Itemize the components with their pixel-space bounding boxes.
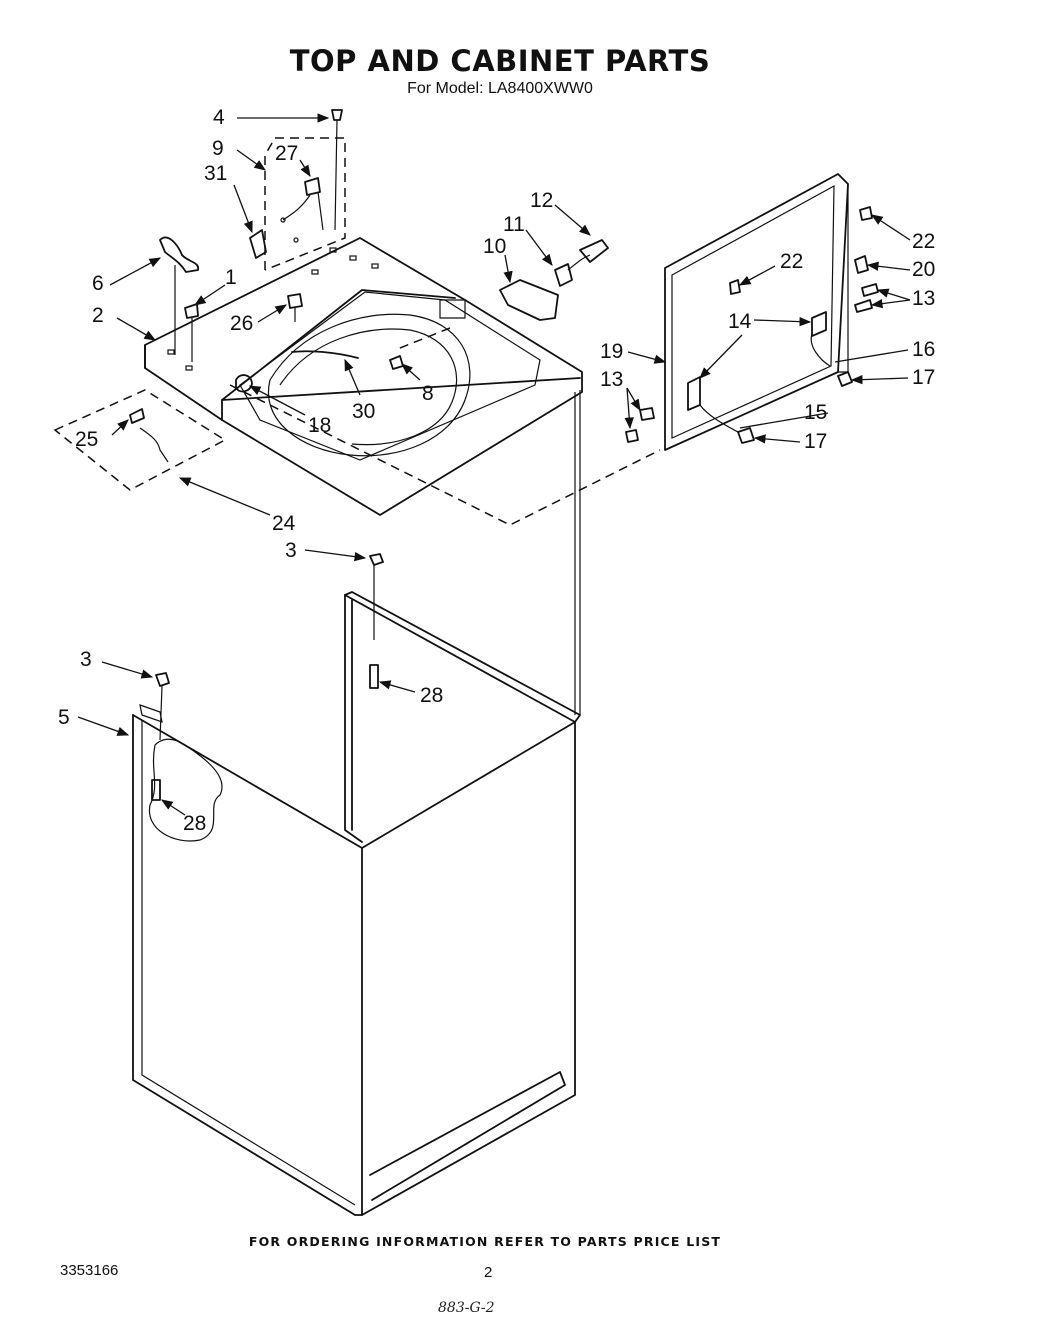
callout-18: 18 (308, 414, 331, 437)
callout-24: 24 (272, 512, 296, 535)
handwritten-note: 883-G-2 (438, 1300, 495, 1316)
callouts: 4 9 27 31 12 11 10 6 1 2 26 22 22 20 13 … (58, 106, 935, 835)
callout-28b: 28 (183, 812, 206, 835)
callout-13a: 13 (912, 287, 935, 310)
callout-19: 19 (600, 340, 623, 363)
callout-12: 12 (530, 189, 553, 212)
callout-3a: 3 (285, 539, 297, 562)
callout-22b: 22 (780, 250, 803, 273)
callout-22a: 22 (912, 230, 935, 253)
document-number: 3353166 (60, 1262, 119, 1279)
callout-11: 11 (503, 213, 525, 236)
callout-3b: 3 (80, 648, 92, 671)
callout-30: 30 (352, 400, 375, 423)
model-subtitle: For Model: LA8400XWW0 (407, 80, 593, 97)
callout-10: 10 (483, 235, 506, 258)
ordering-info-note: FOR ORDERING INFORMATION REFER TO PARTS … (248, 1234, 722, 1249)
callout-31: 31 (204, 162, 227, 185)
callout-2: 2 (92, 304, 104, 327)
callout-25: 25 (75, 428, 98, 451)
page-title: TOP AND CABINET PARTS (289, 44, 711, 78)
leader-lines (77, 113, 911, 816)
callout-14: 14 (728, 310, 752, 333)
callout-1: 1 (225, 266, 237, 289)
callout-26: 26 (230, 312, 253, 335)
callout-4: 4 (213, 106, 225, 129)
callout-15: 15 (804, 401, 827, 424)
callout-20: 20 (912, 258, 935, 281)
lid (664, 173, 849, 451)
callout-6: 6 (92, 272, 104, 295)
dashed-boxes (53, 137, 661, 526)
callout-27: 27 (275, 142, 298, 165)
callout-16: 16 (912, 338, 935, 361)
page-number: 2 (484, 1264, 493, 1281)
callout-5: 5 (58, 706, 70, 729)
callout-28a: 28 (420, 684, 443, 707)
cabinet-body (132, 390, 581, 1216)
callout-13b: 13 (600, 368, 623, 391)
cabinet-top (144, 237, 583, 516)
callout-8: 8 (422, 382, 434, 405)
callout-17b: 17 (804, 430, 827, 453)
small-parts (129, 109, 879, 801)
callout-9: 9 (212, 137, 224, 160)
callout-17a: 17 (912, 366, 935, 389)
